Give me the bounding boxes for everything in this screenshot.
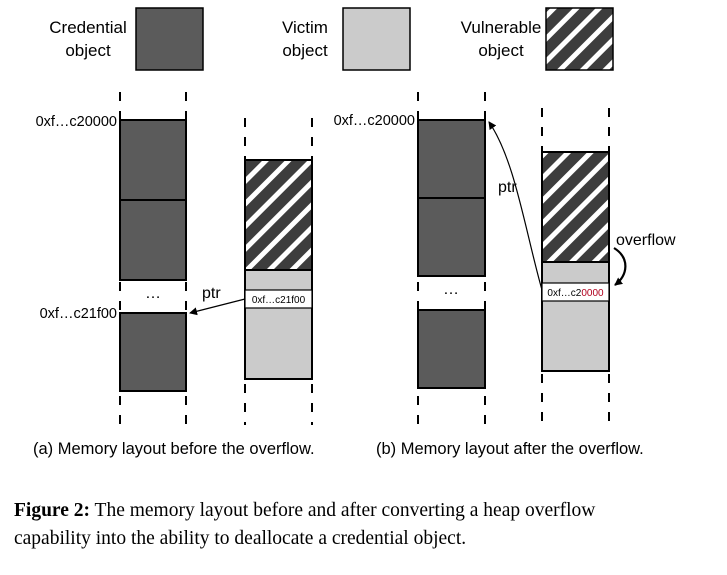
- panel-b-ellipsis: …: [443, 281, 459, 298]
- victim-object-block: [244, 269, 313, 380]
- legend-credential-swatch: [135, 7, 204, 71]
- victim-pointer-value: 0xf…c20000: [547, 288, 604, 299]
- figure-caption-line-2: capability into the ability to deallocat…: [14, 528, 466, 549]
- panel-a-ellipsis: …: [145, 285, 161, 302]
- legend-victim-swatch: [342, 7, 411, 71]
- panel-a-pointer-arrow: [189, 298, 246, 316]
- credential-object-block: [417, 119, 486, 199]
- panel-b-pointer-arrow: [488, 121, 543, 291]
- panel-a: … 0xf…c20000 0xf…c21f00 0xf…c21f00 ptr (…: [33, 92, 315, 458]
- panel-b-ptr-label: ptr: [498, 179, 517, 196]
- victim-pointer-field: [541, 282, 610, 302]
- legend-vulnerable-label-1: Vulnerable: [461, 18, 542, 37]
- panel-b-address-top: 0xf…c20000: [334, 113, 415, 129]
- overflow-label: overflow: [616, 232, 676, 249]
- legend: Credential object Victim object Vulnerab…: [49, 7, 614, 71]
- credential-object-block: [119, 199, 187, 281]
- panel-b: … 0xf…c20000 0xf…c20000 ptr overflow (b)…: [334, 92, 676, 458]
- victim-object-block: [541, 261, 610, 372]
- legend-credential-label-2: object: [65, 41, 111, 60]
- legend-victim-label-2: object: [282, 41, 328, 60]
- panel-a-address-bottom: 0xf…c21f00: [40, 306, 117, 322]
- legend-victim-label-1: Victim: [282, 18, 328, 37]
- credential-object-block: [119, 312, 187, 392]
- pointer-prefix: 0xf…c2: [547, 288, 581, 299]
- overflow-arrow: [613, 247, 627, 286]
- figure-caption-label: Figure 2:: [14, 500, 90, 521]
- panel-a-address-top: 0xf…c20000: [36, 114, 117, 130]
- credential-object-block: [417, 309, 486, 389]
- panel-b-caption: (b) Memory layout after the overflow.: [376, 440, 644, 458]
- panel-a-caption: (a) Memory layout before the overflow.: [33, 440, 315, 458]
- figure-caption-text-1: The memory layout before and after conve…: [90, 500, 595, 521]
- figure-caption-line-1: Figure 2: The memory layout before and a…: [14, 500, 595, 521]
- vulnerable-object-block: [244, 159, 313, 271]
- panel-a-ptr-label: ptr: [202, 285, 221, 302]
- victim-pointer-value: 0xf…c21f00: [252, 295, 306, 306]
- legend-credential-label-1: Credential: [49, 18, 127, 37]
- pointer-overwritten-digits: 0000: [581, 288, 604, 299]
- legend-vulnerable-swatch: [545, 7, 614, 71]
- legend-vulnerable-label-2: object: [478, 41, 524, 60]
- credential-object-block: [119, 119, 187, 201]
- figure-caption: Figure 2: The memory layout before and a…: [14, 500, 595, 549]
- vulnerable-object-block: [541, 151, 610, 263]
- credential-object-block: [417, 197, 486, 277]
